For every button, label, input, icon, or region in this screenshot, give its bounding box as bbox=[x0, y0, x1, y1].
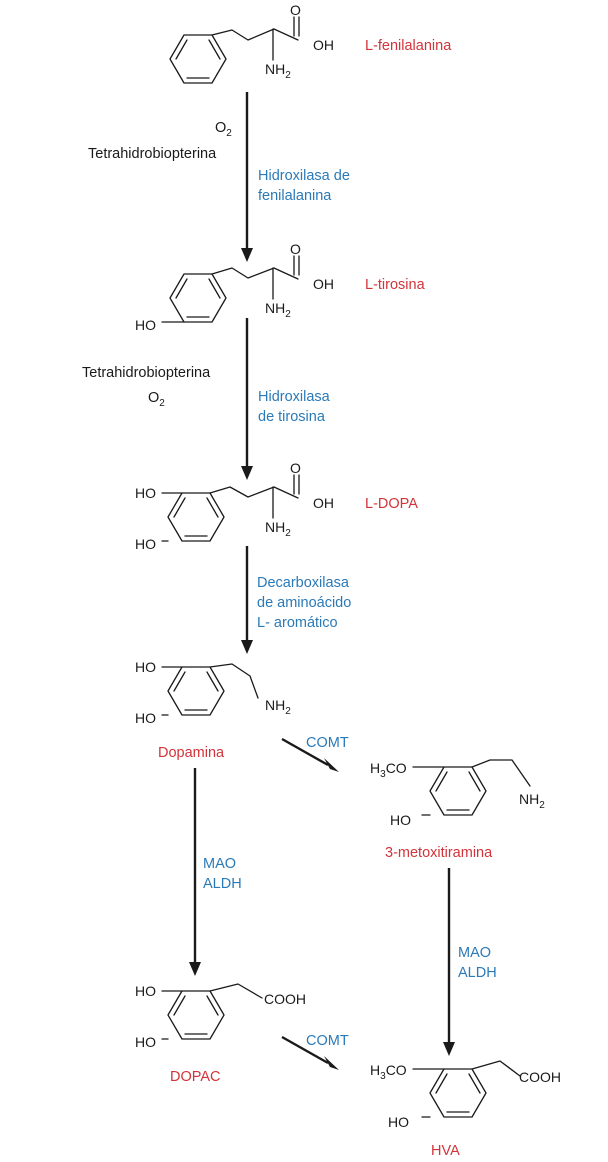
arrow-ldopa-to-dopamine bbox=[241, 546, 253, 654]
hva-methoxy: H3CO bbox=[370, 1062, 407, 1082]
compound-label-tyrosine: L-tirosina bbox=[365, 277, 426, 293]
phenylalanine-hydroxyl: OH bbox=[313, 37, 334, 53]
ldopa-hydroxyl-4: HO bbox=[135, 536, 156, 552]
enzyme-tyrosine-hydroxylase-line1: Hidroxilasa bbox=[258, 389, 331, 405]
enzyme-aadc-line2: de aminoácido bbox=[257, 595, 351, 611]
enzyme-aldh-1: ALDH bbox=[203, 876, 242, 892]
cofactor-o2-step2: O2 bbox=[148, 390, 165, 409]
dopamine-amine: NH2 bbox=[265, 697, 291, 717]
phenylalanine-amine: NH2 bbox=[265, 61, 291, 81]
tyrosine-hydroxyl: OH bbox=[313, 276, 334, 292]
compound-label-dopac: DOPAC bbox=[170, 1069, 221, 1085]
tyrosine-structure: O OH NH2 HO bbox=[135, 241, 334, 333]
enzyme-comt-2: COMT bbox=[306, 1033, 349, 1049]
dopac-hydroxyl-4: HO bbox=[135, 1034, 156, 1050]
methoxytyramine-structure: H3CO NH2 HO bbox=[370, 759, 545, 828]
enzyme-mao-2: MAO bbox=[458, 945, 491, 961]
compound-label-ldopa: L-DOPA bbox=[365, 496, 418, 512]
compound-label-phenylalanine: L-fenilalanina bbox=[365, 38, 452, 54]
enzyme-phenylalanine-hydroxylase-line1: Hidroxilasa de bbox=[258, 168, 350, 184]
methoxytyramine-amine: NH2 bbox=[519, 791, 545, 811]
methoxytyramine-methoxy: H3CO bbox=[370, 760, 407, 780]
hva-structure: H3CO COOH HO bbox=[370, 1060, 561, 1130]
dopamine-hydroxyl-4: HO bbox=[135, 710, 156, 726]
enzyme-aadc-line3: L- aromático bbox=[257, 615, 338, 631]
enzyme-mao-1: MAO bbox=[203, 856, 236, 872]
ldopa-amine: NH2 bbox=[265, 519, 291, 539]
arrow-dopac-to-hva bbox=[281, 1035, 339, 1070]
compound-label-methoxytyramine: 3-metoxitiramina bbox=[385, 845, 493, 861]
enzyme-aldh-2: ALDH bbox=[458, 965, 497, 981]
hva-hydroxyl: HO bbox=[388, 1114, 409, 1130]
compound-label-dopamine: Dopamina bbox=[158, 745, 225, 761]
cofactor-o2-step1: O2 bbox=[215, 120, 232, 139]
ldopa-structure: O OH NH2 HO HO bbox=[135, 460, 334, 552]
phenylalanine-structure: O OH NH2 bbox=[169, 2, 334, 84]
arrow-dopamine-to-dopac bbox=[189, 768, 201, 976]
enzyme-comt-1: COMT bbox=[306, 735, 349, 751]
enzyme-aadc-line1: Decarboxilasa bbox=[257, 575, 350, 591]
arrow-tyrosine-to-ldopa bbox=[241, 318, 253, 480]
tyrosine-ring-hydroxyl: HO bbox=[135, 317, 156, 333]
dopac-hydroxyl-3: HO bbox=[135, 983, 156, 999]
arrow-dopamine-to-methoxytyramine bbox=[281, 737, 339, 772]
compound-label-hva: HVA bbox=[431, 1143, 460, 1159]
cofactor-bh4-step2: Tetrahidrobiopterina bbox=[82, 365, 211, 381]
phenylalanine-oxygen: O bbox=[290, 2, 301, 18]
hva-carboxyl: COOH bbox=[519, 1069, 561, 1085]
arrow-methoxytyramine-to-hva bbox=[443, 868, 455, 1056]
arrow-phenylalanine-to-tyrosine bbox=[241, 92, 253, 262]
ldopa-oxygen: O bbox=[290, 460, 301, 476]
tyrosine-oxygen: O bbox=[290, 241, 301, 257]
enzyme-tyrosine-hydroxylase-line2: de tirosina bbox=[258, 409, 326, 425]
ldopa-hydroxyl-3: HO bbox=[135, 485, 156, 501]
dopamine-structure: NH2 HO HO bbox=[135, 659, 291, 726]
ldopa-hydroxyl: OH bbox=[313, 495, 334, 511]
methoxytyramine-hydroxyl: HO bbox=[390, 812, 411, 828]
cofactor-bh4-step1: Tetrahidrobiopterina bbox=[88, 146, 217, 162]
dopamine-hydroxyl-3: HO bbox=[135, 659, 156, 675]
dopac-structure: COOH HO HO bbox=[135, 983, 306, 1050]
tyrosine-amine: NH2 bbox=[265, 300, 291, 320]
enzyme-phenylalanine-hydroxylase-line2: fenilalanina bbox=[258, 188, 332, 204]
dopac-carboxyl: COOH bbox=[264, 991, 306, 1007]
